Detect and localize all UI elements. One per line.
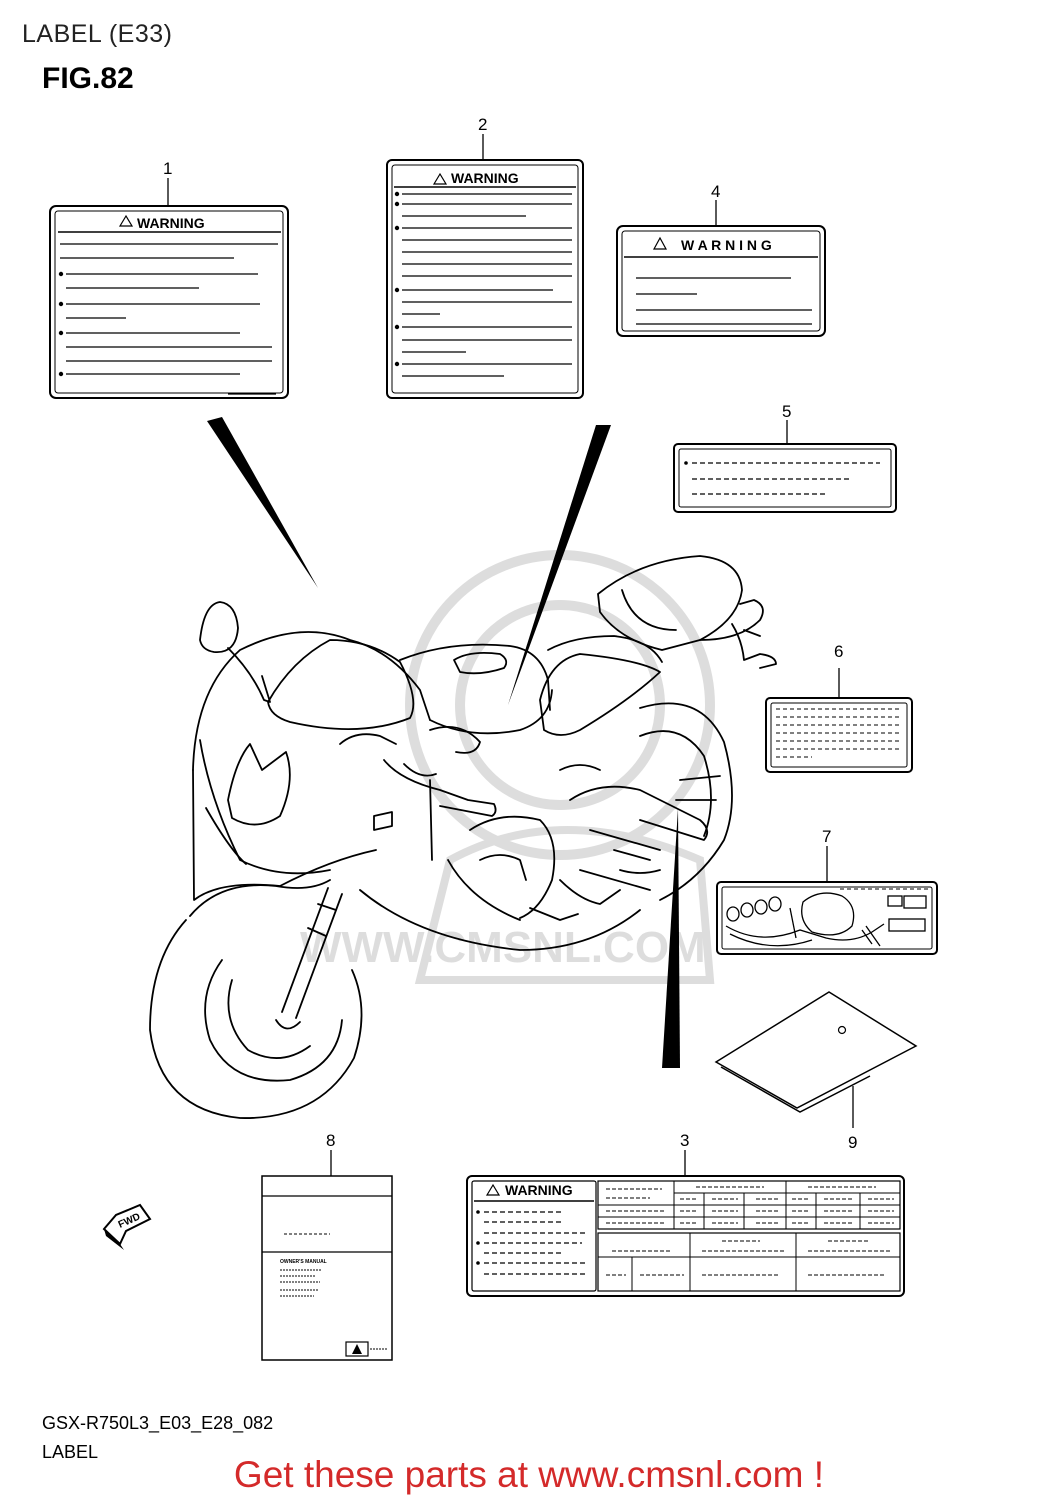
label-5[interactable] bbox=[673, 443, 897, 513]
figure-number: FIG.82 bbox=[42, 62, 134, 95]
warning-triangle-icon bbox=[118, 214, 134, 227]
pointer-label-1 bbox=[207, 417, 318, 588]
label-6[interactable] bbox=[765, 697, 913, 773]
warning-triangle-icon bbox=[432, 172, 448, 185]
callout-1: 1 bbox=[163, 159, 172, 178]
item-9-sheet[interactable] bbox=[714, 991, 918, 1113]
motorcycle-illustration bbox=[149, 555, 777, 1119]
warning-triangle-icon bbox=[652, 236, 668, 250]
label-2-heading: WARNING bbox=[451, 170, 519, 186]
callout-3: 3 bbox=[680, 1131, 689, 1150]
label-1-warning[interactable]: WARNING bbox=[49, 205, 289, 399]
label-2-warning[interactable]: WARNING bbox=[386, 159, 584, 399]
label-1-heading: WARNING bbox=[137, 215, 205, 231]
manual-title: OWNER'S MANUAL bbox=[280, 1259, 327, 1265]
callout-8: 8 bbox=[326, 1131, 335, 1150]
page-header-title: LABEL (E33) bbox=[22, 20, 173, 48]
callout-5: 5 bbox=[782, 402, 791, 421]
callout-6: 6 bbox=[834, 642, 843, 661]
label-3-heading: WARNING bbox=[505, 1182, 573, 1198]
warning-triangle-icon bbox=[485, 1183, 501, 1196]
label-4-heading: W A R N I N G bbox=[681, 237, 772, 253]
pointer-label-3 bbox=[662, 808, 680, 1068]
diagram-code: GSX-R750L3_E03_E28_082 bbox=[42, 1413, 274, 1433]
item-8-owners-manual[interactable]: OWNER'S MANUAL bbox=[261, 1175, 393, 1361]
suzuki-emblem-icon bbox=[352, 1344, 362, 1354]
promo-link[interactable]: Get these parts at www.cmsnl.com ! bbox=[233, 1454, 825, 1495]
callout-2: 2 bbox=[478, 115, 487, 134]
label-4-warning[interactable]: W A R N I N G bbox=[616, 225, 826, 337]
watermark-logo: WWW.CMSNL.COM bbox=[300, 550, 715, 984]
pointer-label-2 bbox=[508, 425, 611, 705]
callout-9: 9 bbox=[848, 1133, 857, 1152]
callout-4: 4 bbox=[711, 182, 720, 201]
label-7-hose-routing[interactable] bbox=[716, 881, 938, 955]
diagram-name: LABEL bbox=[42, 1442, 99, 1462]
callout-7: 7 bbox=[822, 827, 831, 846]
fwd-arrow-icon: FWD bbox=[102, 1203, 152, 1250]
label-3-warning-tire-info[interactable]: WARNING bbox=[466, 1175, 905, 1297]
